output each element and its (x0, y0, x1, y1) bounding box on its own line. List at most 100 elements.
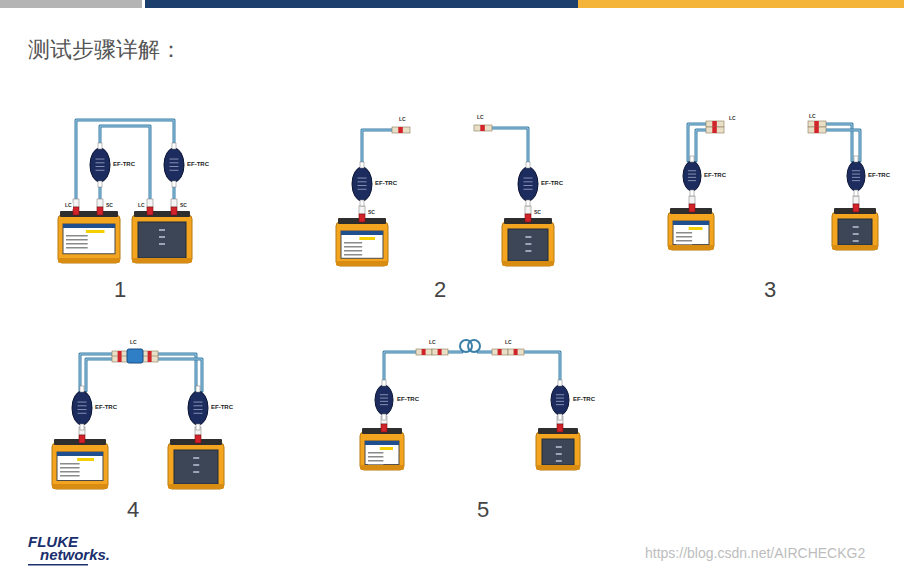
screen-bar (689, 227, 703, 230)
cord-label: EF-TRC (186, 161, 210, 168)
mandrel-print (524, 185, 533, 186)
mandrel (683, 161, 701, 191)
fiber-cable-highlight (384, 352, 416, 385)
port-label: SC (367, 210, 376, 216)
fiber-cable (492, 128, 528, 167)
connector-boot (73, 199, 79, 207)
mandrel-print (688, 177, 696, 178)
mandrel-boot (526, 162, 530, 168)
mandrel-print (524, 181, 533, 182)
tester-foot (132, 258, 192, 263)
fiber-plug (808, 121, 826, 127)
mandrel-print (688, 174, 696, 175)
fiber-plug (508, 349, 524, 355)
plug-band (514, 349, 518, 355)
screen-line (676, 240, 692, 242)
top-bar-yellow (578, 0, 904, 8)
connector-body (525, 214, 531, 222)
mandrel-print (96, 159, 105, 160)
mandrel-boot (558, 380, 562, 386)
port-label: LC (137, 203, 146, 209)
screen-line (60, 475, 80, 477)
cord-label: EF-TRC (540, 180, 564, 187)
remote-light (525, 236, 531, 238)
connector-body (97, 207, 103, 215)
screen-line (344, 242, 362, 244)
fiber-cable-highlight (524, 352, 560, 385)
mandrel-print (358, 189, 367, 190)
mandrel-boot (690, 190, 694, 196)
mandrel-boot (98, 181, 102, 187)
mandrel-print (170, 170, 179, 171)
screen-line (60, 467, 80, 469)
mandrel (375, 385, 393, 415)
cord-label: EF-TRC (112, 161, 136, 168)
connector-body (381, 424, 387, 432)
mandrel-print (556, 401, 564, 402)
remote-light (556, 453, 562, 455)
mandrel-boot (196, 424, 200, 430)
mandrel-print (556, 398, 564, 399)
connector-body (359, 214, 365, 222)
fiber-plug (432, 349, 448, 355)
fiber-plug (142, 356, 158, 362)
tester-body (360, 432, 404, 470)
port-label: SC (533, 210, 542, 216)
mandrel-print (78, 409, 87, 410)
connector-boot (97, 199, 103, 207)
tester-body (52, 443, 108, 489)
mandrel-print (96, 170, 105, 171)
remote-light (193, 471, 199, 473)
mandrel-boot (854, 190, 858, 196)
screen-bar (77, 458, 94, 461)
tester-body (58, 215, 120, 263)
mandrel-boot (172, 181, 176, 187)
mandrel-print (358, 185, 367, 186)
mandrel-print (78, 413, 87, 414)
remote-light (159, 229, 165, 231)
screen-bar (359, 237, 375, 240)
connector-boot (171, 199, 177, 207)
mandrel-print (852, 170, 860, 171)
remote-light (853, 233, 859, 235)
mandrel (90, 148, 110, 182)
fiber-cable (688, 124, 706, 161)
fiber-cable (158, 359, 202, 391)
fiber-cable (527, 201, 530, 206)
mandrel-print (524, 178, 533, 179)
fiber-cable (173, 182, 176, 199)
remote-face (508, 229, 548, 261)
screen-line (60, 463, 80, 465)
step-number: 4 (127, 498, 139, 522)
mandrel (188, 391, 208, 425)
tester-top (134, 211, 190, 217)
screen-line (344, 246, 362, 248)
fiber-reel (468, 340, 480, 352)
mandrel-print (194, 405, 203, 406)
fiber-cable (696, 130, 706, 161)
plug-band (712, 121, 717, 127)
mandrel-print (556, 394, 564, 395)
logo-word: networks. (40, 547, 110, 564)
tester-screen (673, 221, 709, 245)
mandrel-print (194, 402, 203, 403)
plug-band (422, 349, 426, 355)
mandrel-boot (854, 156, 858, 162)
plug-band (118, 356, 122, 362)
fiber-plug (474, 125, 492, 131)
cord-label: EF-TRC (572, 396, 596, 403)
tester-screen (57, 452, 103, 481)
screen-line (66, 239, 88, 241)
connector-body (147, 207, 153, 215)
tester-foot (668, 245, 714, 250)
port-label: LC (504, 340, 513, 346)
mandrel-boot (196, 386, 200, 392)
fiber-plug (112, 356, 128, 362)
connector-body (195, 435, 201, 443)
remote-light (193, 457, 199, 459)
screen-bar (86, 230, 105, 233)
mandrel-print (380, 398, 388, 399)
mandrel-print (170, 162, 179, 163)
cord-label: EF-TRC (374, 180, 398, 187)
